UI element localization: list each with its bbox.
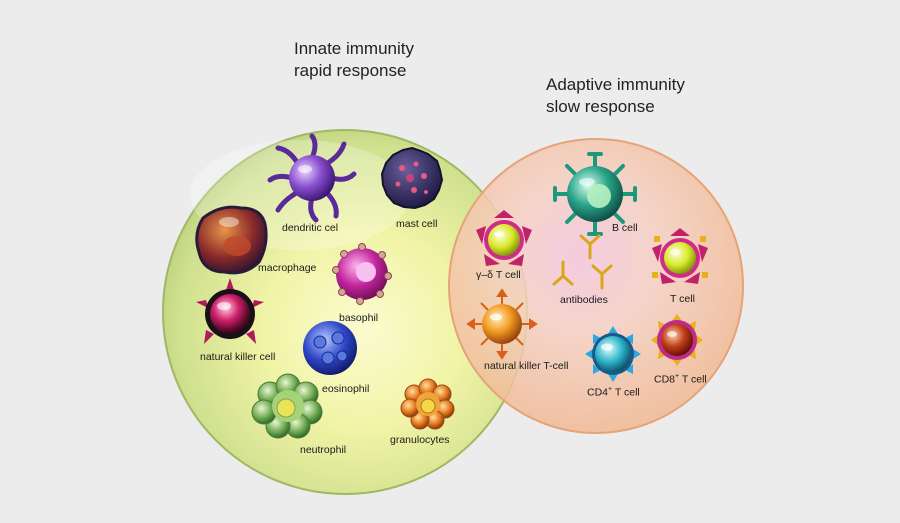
label-eosinophil: eosinophil xyxy=(322,383,370,395)
label-granulocytes: granulocytes xyxy=(390,434,450,446)
label-dendritic-cell: dendritic cel xyxy=(282,222,339,234)
granulocyte-icon xyxy=(400,378,455,430)
natural-killer-cell-icon xyxy=(196,278,264,344)
label-basophil: basophil xyxy=(339,312,379,324)
innate-subtitle: rapid response xyxy=(294,61,407,80)
natural-killer-t-cell-icon xyxy=(466,288,538,360)
label-t-cell: T cell xyxy=(670,293,695,305)
eosinophil-icon xyxy=(303,321,357,375)
label-cd4-t-cell: CD4+ T cell xyxy=(587,386,640,399)
label-natural-killer-cell: natural killer cell xyxy=(200,351,276,363)
t-cell-icon xyxy=(652,228,708,284)
label-mast-cell: mast cell xyxy=(396,218,438,230)
antibodies-icon xyxy=(552,234,613,290)
label-macrophage: macrophage xyxy=(258,262,317,274)
mast-cell-icon xyxy=(380,146,444,210)
label-antibodies: antibodies xyxy=(560,294,608,306)
label-natural-killer-t-cell: natural killer T-cell xyxy=(484,360,569,372)
dendritic-cell-icon xyxy=(267,133,357,223)
cd8-t-cell-icon xyxy=(651,314,703,366)
label-cd8-t-cell: CD8+ T cell xyxy=(654,373,707,386)
macrophage-icon xyxy=(195,205,268,275)
neutrophil-icon xyxy=(251,373,323,439)
innate-title: Innate immunity xyxy=(294,39,414,58)
adaptive-subtitle: slow response xyxy=(546,97,655,116)
b-cell-icon xyxy=(553,152,637,236)
label-gamma-delta-t-cell: γ–δ T cell xyxy=(476,269,521,281)
label-neutrophil: neutrophil xyxy=(300,444,347,456)
adaptive-title: Adaptive immunity xyxy=(546,75,685,94)
gamma-delta-t-cell-icon xyxy=(476,210,532,266)
label-b-cell: B cell xyxy=(612,222,638,234)
basophil-icon xyxy=(332,243,392,305)
adaptive-circle xyxy=(448,138,744,434)
cd4-t-cell-icon xyxy=(585,326,641,382)
